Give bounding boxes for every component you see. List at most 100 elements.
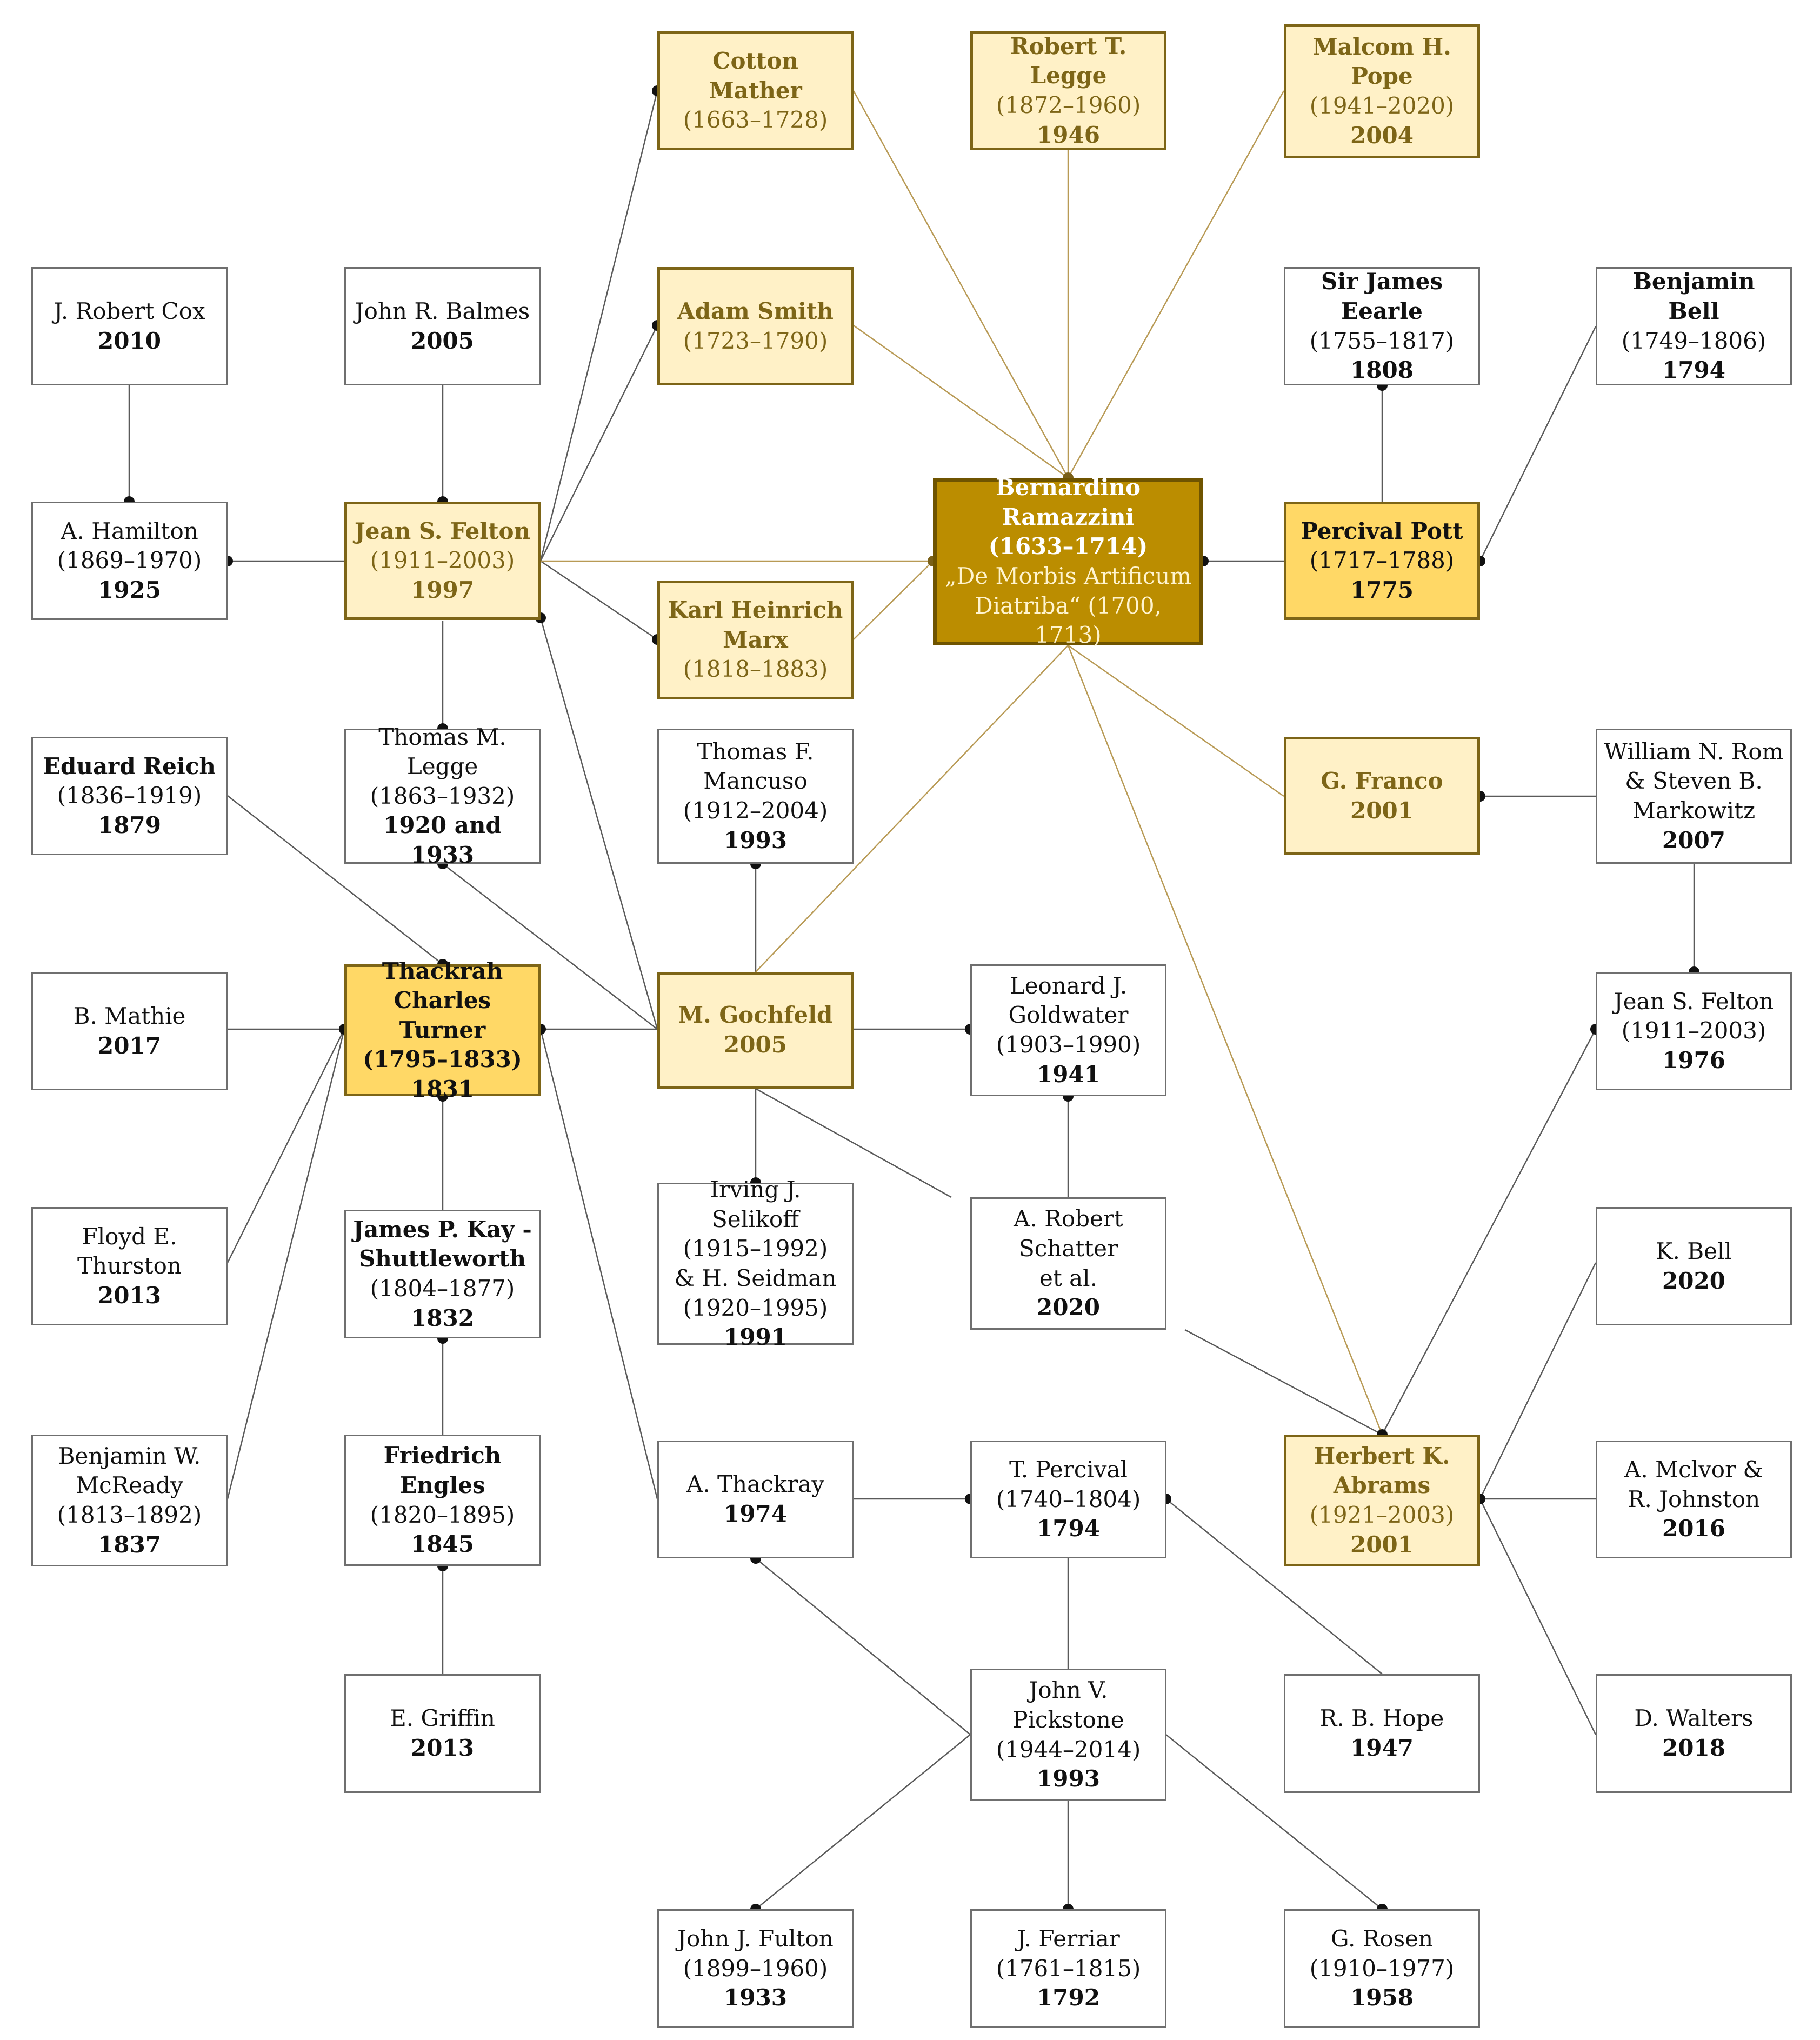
years: (1820–1895) xyxy=(370,1501,515,1528)
years-2: (1920–1995) xyxy=(683,1294,828,1321)
years: (1941–2020) xyxy=(1309,92,1455,119)
name: D. Walters xyxy=(1634,1705,1754,1732)
name: G. Franco xyxy=(1321,767,1443,794)
edge-felton-marx xyxy=(540,560,658,641)
name-line-1: A. Robert xyxy=(1014,1205,1123,1232)
edge-thurston-thackrah xyxy=(226,1029,345,1263)
ref-year: 1831 xyxy=(411,1075,474,1102)
years: (1633–1714) xyxy=(988,533,1148,560)
node-friedrich-engles: Friedrich Engles (1820–1895) 1845 xyxy=(344,1435,541,1566)
edge-ramazzini-franco xyxy=(1068,644,1284,797)
ref-year: 2004 xyxy=(1350,122,1414,149)
years: (1863–1932) xyxy=(370,782,515,809)
years: (1921–2003) xyxy=(1309,1502,1455,1528)
years: (1944–2014) xyxy=(996,1736,1141,1763)
ref-year: 2001 xyxy=(1350,1531,1414,1558)
ref-year: 2005 xyxy=(411,327,474,354)
name: Eduard Reich xyxy=(43,752,216,779)
node-robert-legge: Robert T. Legge (1872–1960) 1946 xyxy=(970,31,1166,150)
name: R. B. Hope xyxy=(1319,1705,1444,1732)
node-robert-schatter: A. Robert Schatter et al. 2020 xyxy=(970,1197,1166,1330)
node-goldwater: Leonard J. Goldwater (1903–1990) 1941 xyxy=(970,964,1166,1096)
years: (1911–2003) xyxy=(1621,1017,1766,1044)
name-line-2: Pickstone xyxy=(1012,1706,1124,1733)
name-line-2: Ramazzini xyxy=(1002,503,1135,530)
node-rb-hope: R. B. Hope 1947 xyxy=(1284,1674,1480,1793)
edge-pickstone-rosen xyxy=(1165,1734,1383,1910)
edge-bell-pott xyxy=(1479,326,1597,562)
years: (1912–2004) xyxy=(683,797,828,824)
name-line-1: Thomas M. xyxy=(378,723,506,750)
name: A. Thackray xyxy=(686,1471,824,1498)
node-malcom-pope: Malcom H. Pope (1941–2020) 2004 xyxy=(1284,24,1480,158)
node-benjamin-bell: Benjamin Bell (1749–1806) 1794 xyxy=(1596,267,1792,385)
edge-mather-ramazzini xyxy=(852,90,1069,478)
edge-pope-ramazzini xyxy=(1067,90,1285,478)
ref-year: 1933 xyxy=(724,1984,787,2011)
name: M. Gochfeld xyxy=(678,1002,833,1029)
ref-year: 2020 xyxy=(1037,1294,1100,1321)
name: J. Ferriar xyxy=(1017,1925,1120,1952)
name-line-1: Irving J. Selikoff xyxy=(710,1176,801,1232)
edge-thackrah-thackray xyxy=(539,1029,658,1499)
name: Jean S. Felton xyxy=(1614,988,1774,1015)
name: T. Percival xyxy=(1009,1456,1128,1483)
node-herbert-abrams: Herbert K. Abrams (1921–2003) 2001 xyxy=(1284,1435,1480,1566)
name-line-2: & H. Seidman xyxy=(674,1265,837,1291)
name: John J. Fulton xyxy=(677,1925,834,1952)
ref-year: 1837 xyxy=(98,1531,161,1558)
years: (1911–2003) xyxy=(370,547,515,574)
name-line-2: Mancuso xyxy=(703,768,808,795)
node-a-thackray: A. Thackray 1974 xyxy=(657,1441,854,1558)
name-line-2: Legge xyxy=(406,753,478,780)
ref-year: 1794 xyxy=(1037,1515,1100,1542)
name-line-3: et al. xyxy=(1039,1264,1097,1291)
ref-year: 1976 xyxy=(1662,1046,1725,1074)
edge-abrams-kbell xyxy=(1479,1262,1597,1499)
node-j-ferriar: J. Ferriar (1761–1815) 1792 xyxy=(970,1909,1166,2028)
work-line-2: Diatriba“ (1700, 1713) xyxy=(975,592,1162,649)
ref-year: 1920 and 1933 xyxy=(383,812,502,868)
name: Sir James Eearle xyxy=(1321,268,1443,324)
node-thomas-mancuso: Thomas F. Mancuso (1912–2004) 1993 xyxy=(657,729,854,864)
work-line-1: „De Morbis Artificum xyxy=(944,563,1192,589)
node-jean-felton: Jean S. Felton (1911–2003) 1997 xyxy=(344,502,541,620)
node-john-fulton: John J. Fulton (1899–1960) 1933 xyxy=(657,1909,854,2028)
node-mcivor-johnston: A. Mclvor & R. Johnston 2016 xyxy=(1596,1441,1792,1558)
ref-year: 1925 xyxy=(98,576,161,603)
edge-schatter-abrams xyxy=(1184,1329,1383,1436)
edge-reich-thackrah xyxy=(227,795,443,965)
edge-abrams-felton2 xyxy=(1381,1029,1597,1435)
edge-smith-ramazzini xyxy=(853,324,1069,479)
edge-marx-ramazzini xyxy=(853,561,934,640)
name-line-1: Leonard J. xyxy=(1009,972,1128,999)
name-line-1: Bernardino xyxy=(995,474,1141,501)
years: (1869–1970) xyxy=(57,547,202,574)
years: (1899–1960) xyxy=(683,1955,828,1982)
edge-pickstone-fulton xyxy=(755,1734,971,1910)
name: Robert T. Legge xyxy=(1010,32,1127,89)
edge-felton-mather xyxy=(539,90,658,562)
node-john-pickstone: John V. Pickstone (1944–2014) 1993 xyxy=(970,1669,1166,1801)
ref-year: 1946 xyxy=(1037,121,1100,148)
node-percival-pott: Percival Pott (1717–1788) 1775 xyxy=(1284,502,1480,620)
node-b-mathie: B. Mathie 2017 xyxy=(31,972,228,1090)
ref-year: 1794 xyxy=(1662,357,1725,384)
edge-felton-smith xyxy=(539,325,658,562)
ref-year: 1991 xyxy=(724,1324,787,1351)
name-line-1: Karl Heinrich xyxy=(668,597,843,624)
ref-year: 1845 xyxy=(411,1531,474,1558)
name: Benjamin Bell xyxy=(1632,268,1755,324)
name-line-2: Marx xyxy=(723,626,788,653)
name: K. Bell xyxy=(1656,1237,1732,1264)
name-line-1: William N. Rom xyxy=(1604,738,1784,765)
name-line-2: Pope xyxy=(1351,63,1413,90)
edge-gochfeld-schatter xyxy=(755,1088,952,1198)
ref-year: 1974 xyxy=(724,1501,787,1527)
name-line-2: Goldwater xyxy=(1008,1002,1129,1029)
ref-year: 1808 xyxy=(1350,357,1414,384)
ref-year: 2017 xyxy=(98,1032,161,1059)
name-line-2: Abrams xyxy=(1333,1472,1431,1499)
edge-felton-gochfeld xyxy=(539,617,658,1030)
name-line-3: Markowitz xyxy=(1632,797,1756,824)
